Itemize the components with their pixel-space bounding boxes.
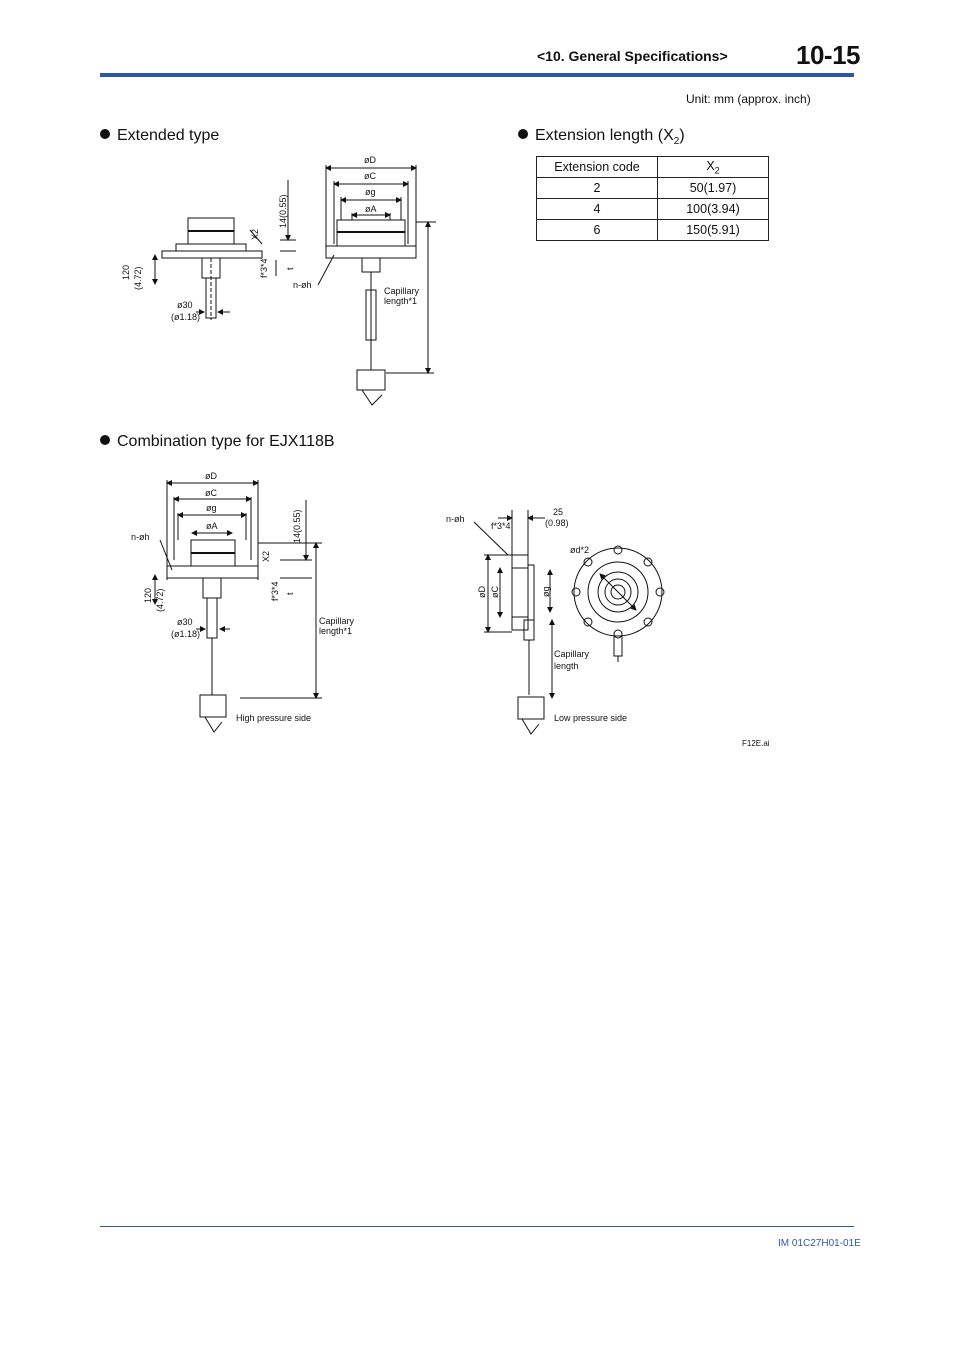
label-x2: X2 (261, 550, 271, 562)
label-phiD: øD (205, 471, 217, 481)
heading-suffix: ) (679, 127, 685, 144)
label-phiC: øC (205, 488, 217, 498)
label-length1: length*1 (384, 296, 418, 306)
table-cell-code: 6 (536, 219, 658, 241)
label-phiA: øA (206, 521, 218, 531)
table-row: 6 150(5.91) (536, 219, 769, 241)
header-sub: 2 (714, 165, 720, 176)
label-high-side: High pressure side (236, 713, 312, 723)
document-code: IM 01C27H01-01E (778, 1238, 861, 1249)
label-length: length (554, 661, 579, 671)
heading-text: Extended type (117, 127, 220, 144)
label-phiC: øC (364, 171, 376, 181)
heading-extension-length: Extension length (X2) (518, 127, 685, 147)
label-dim14: 14(0.55) (292, 509, 302, 543)
unit-note: Unit: mm (approx. inch) (686, 92, 811, 106)
table-header-cell: X2 (657, 156, 769, 178)
label-nphih: n-øh (446, 514, 465, 524)
label-120: 120 (121, 264, 131, 280)
label-x2: X2 (250, 228, 260, 240)
label-phi30: ø30 (177, 300, 193, 310)
label-120: 120 (143, 587, 153, 603)
label-low-side: Low pressure side (554, 713, 628, 723)
label-phi118: (ø1.18) (171, 629, 201, 639)
label-phiD: øD (477, 586, 487, 598)
extended-front-view (317, 165, 436, 406)
table-cell-value: 150(5.91) (657, 219, 769, 241)
label-length1: length*1 (319, 626, 353, 636)
label-f34: f*3*4 (259, 258, 269, 278)
label-phig: øg (365, 187, 376, 197)
label-phiA: øA (365, 204, 377, 214)
technical-drawing (152, 165, 665, 735)
figure-id: F12E.ai (742, 739, 770, 748)
label-t: t (285, 267, 295, 270)
table-header-cell: Extension code (536, 156, 658, 178)
heading-combination-type: Combination type for EJX118B (100, 433, 335, 451)
bullet-icon (100, 435, 110, 445)
label-472: (4.72) (133, 266, 143, 290)
table-header-row: Extension code X2 (536, 156, 769, 178)
bullet-icon (518, 129, 528, 139)
footer-rule (100, 1226, 854, 1227)
section-header: <10. General Specifications> (537, 48, 728, 64)
label-phi30: ø30 (177, 617, 193, 627)
header-x: X (706, 158, 715, 173)
page-number: 10-15 (796, 40, 861, 70)
heading-extended-type: Extended type (100, 127, 219, 145)
combination-high-side-view (152, 480, 322, 733)
flange-front-view (571, 545, 665, 662)
table-row: 2 50(1.97) (536, 177, 769, 199)
label-phig: øg (206, 503, 217, 513)
heading-subscript: 2 (673, 136, 680, 148)
label-nphih: n-øh (131, 532, 150, 542)
label-capillary: Capillary (319, 616, 355, 626)
label-capillary: Capillary (554, 649, 590, 659)
label-phig: øg (541, 586, 551, 597)
label-dim098: (0.98) (545, 518, 569, 528)
extension-length-table: Extension code X2 2 50(1.97) 4 100(3.94)… (536, 156, 769, 241)
table-row: 4 100(3.94) (536, 198, 769, 220)
table-cell-value: 100(3.94) (657, 198, 769, 220)
label-capillary: Capillary (384, 286, 420, 296)
bullet-icon (100, 129, 110, 139)
label-f34: f*3*4 (270, 581, 280, 601)
label-472: (4.72) (155, 588, 165, 612)
label-t: t (285, 592, 295, 595)
extended-side-view (152, 180, 296, 320)
label-phiD: øD (364, 155, 376, 165)
label-f34: f*3*4 (491, 521, 511, 531)
label-phi118: (ø1.18) (171, 312, 201, 322)
header-rule (100, 73, 854, 77)
label-nphih: n-øh (293, 280, 312, 290)
table-cell-value: 50(1.97) (657, 177, 769, 199)
label-dim14: 14(0.55) (278, 194, 288, 228)
heading-text: Extension length (X (535, 127, 674, 144)
label-phiC: øC (490, 586, 500, 598)
label-dim25: 25 (553, 507, 564, 517)
heading-text: Combination type for EJX118B (117, 433, 335, 450)
combination-low-side-view (473, 510, 555, 735)
label-phid2: ød*2 (570, 545, 590, 555)
